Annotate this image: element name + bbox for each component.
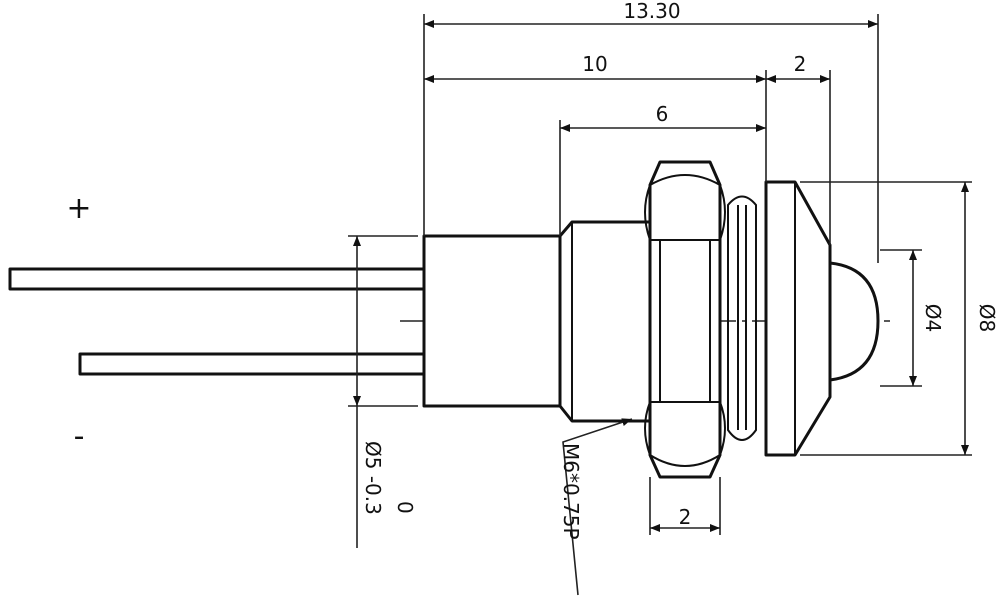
hex-nut-bottom-flat <box>644 401 726 467</box>
rear-body <box>422 234 562 408</box>
negative-sign: - <box>74 419 85 454</box>
cap-height-label: 2 <box>794 52 807 76</box>
positive-lead <box>8 267 426 291</box>
nut-thickness-label: 2 <box>679 505 692 529</box>
body-diameter-label: Ø5 -0.3 <box>361 441 385 515</box>
positive-sign: + <box>66 191 91 226</box>
negative-lead <box>78 352 426 376</box>
lens-diameter-label: Ø4 <box>921 304 945 332</box>
threaded-sleeve <box>558 220 652 423</box>
thread-length-label: 6 <box>656 102 669 126</box>
spring-washer <box>727 195 757 441</box>
hex-nut-top-flat <box>644 174 726 241</box>
body-length-label: 10 <box>582 52 607 76</box>
body-tolerance-upper-label: 0 <box>393 501 417 514</box>
thread-spec-label: M6*0.75P <box>559 443 583 540</box>
bezel-cap <box>764 180 832 457</box>
extension-lines <box>348 14 972 535</box>
lens-dome <box>828 261 880 382</box>
overall-length-label: 13.30 <box>623 0 680 23</box>
thread-leader <box>562 418 633 596</box>
bezel-diameter-label: Ø8 <box>975 304 999 332</box>
